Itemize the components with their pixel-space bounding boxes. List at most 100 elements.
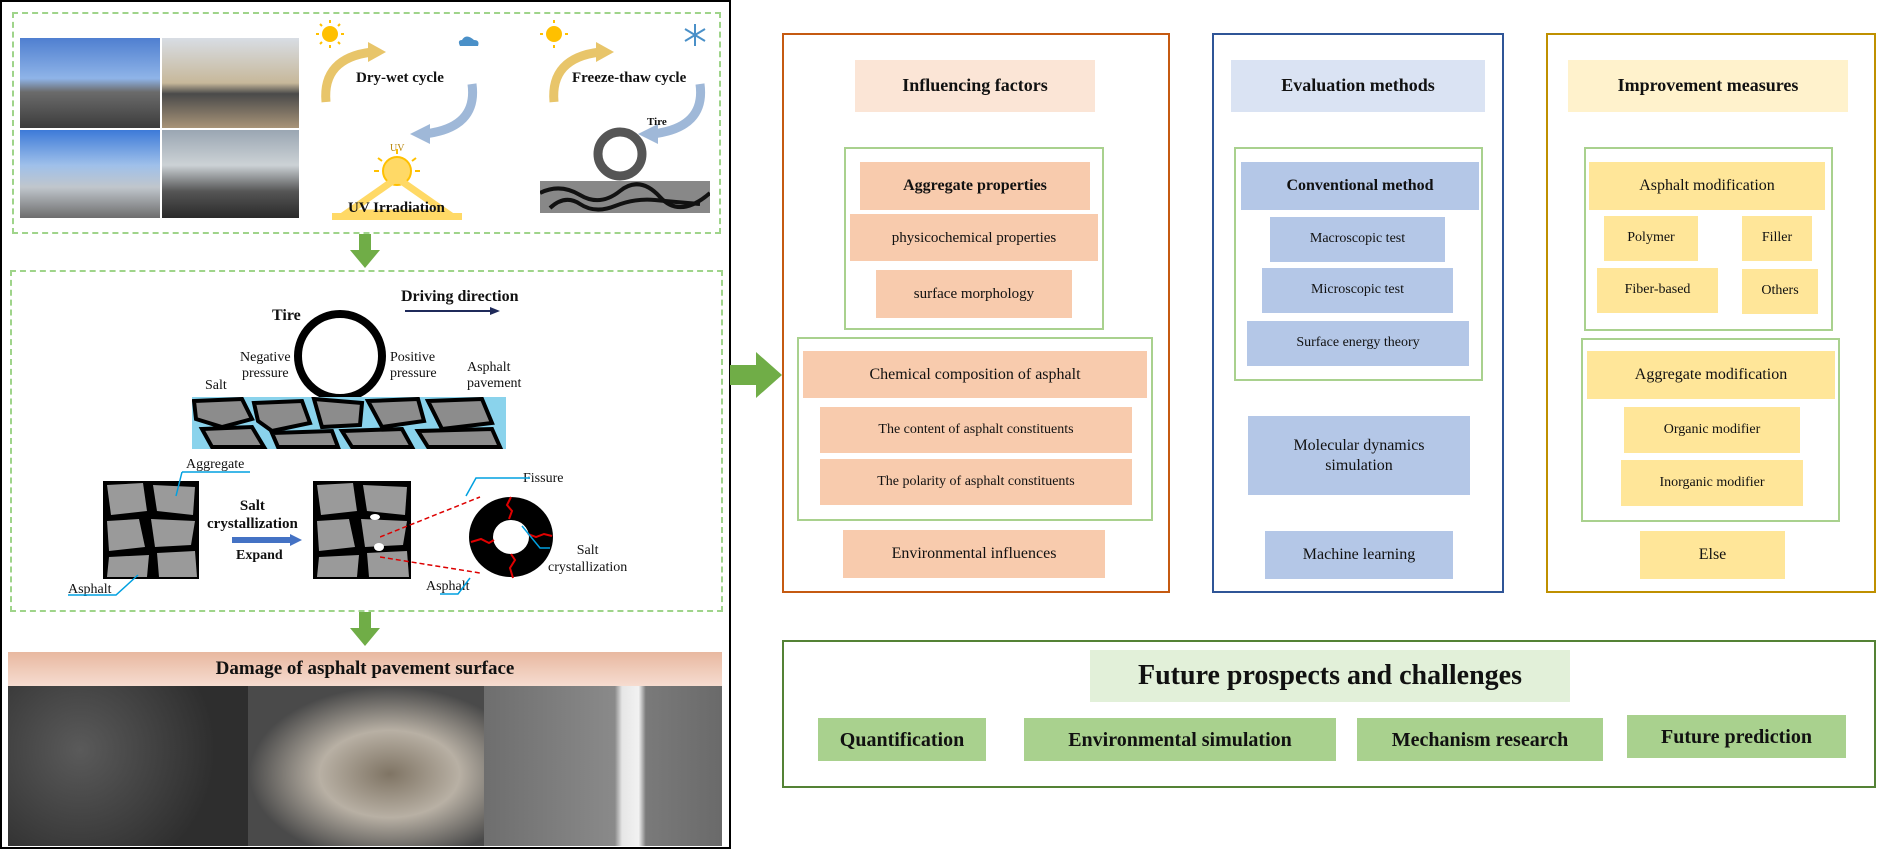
surface-energy-box: Surface energy theory (1247, 321, 1469, 366)
driving-direction-label: Driving direction (401, 288, 519, 305)
environmental-influences-text: Environmental influences (891, 545, 1057, 563)
freeze-thaw-cycle-label: Freeze-thaw cycle (572, 70, 687, 86)
aggregate-closeup (103, 481, 199, 579)
improvement-measures-frame (1546, 33, 1876, 593)
molecular-dynamics-text: Molecular dynamics simulation (1293, 437, 1425, 474)
damage-title-bar: Damage of asphalt pavement surface (8, 652, 722, 686)
constituent-content-box: The content of asphalt constituents (820, 407, 1132, 453)
asphalt-modification-group (1584, 147, 1833, 331)
future-prospects-title-text: Future prospects and challenges (1138, 660, 1522, 692)
highway-photo-1 (20, 38, 160, 128)
surface-energy-text: Surface energy theory (1296, 335, 1420, 351)
aggregate-properties-group (844, 147, 1104, 330)
evaluation-methods-title: Evaluation methods (1231, 60, 1485, 112)
surface-morphology-text: surface morphology (913, 286, 1035, 302)
aggregate-label: Aggregate (186, 457, 245, 472)
aggregate-modification-group (1581, 338, 1840, 522)
chemical-composition-box: Chemical composition of asphalt (803, 351, 1147, 398)
salt-label: Salt (205, 378, 227, 393)
damage-photo-3 (484, 686, 722, 846)
filler-box: Filler (1742, 216, 1812, 261)
inorganic-modifier-box: Inorganic modifier (1621, 460, 1803, 506)
salt-crystallization-label: Salt crystallization (207, 498, 298, 532)
future-item-mechanism-research: Mechanism research (1357, 718, 1603, 761)
future-item-quantification: Quantification (818, 718, 986, 761)
left-illustration-panel (0, 0, 731, 849)
polymer-text: Polymer (1627, 230, 1675, 246)
asphalt-modification-text: Asphalt modification (1639, 177, 1775, 195)
surface-morphology-box: surface morphology (876, 270, 1072, 318)
constituent-content-text: The content of asphalt constituents (878, 421, 1074, 437)
damage-photo-1 (8, 686, 248, 846)
molecular-dynamics-box: Molecular dynamics simulation (1248, 416, 1470, 495)
macroscopic-test-text: Macroscopic test (1309, 231, 1406, 247)
aggregate-properties-box: Aggregate properties (860, 162, 1090, 210)
else-text: Else (1698, 546, 1727, 564)
evaluation-methods-title-text: Evaluation methods (1281, 75, 1435, 96)
tire-small-label: Tire (647, 116, 667, 128)
conventional-method-group (1234, 147, 1483, 381)
future-item-quantification-text: Quantification (839, 728, 965, 751)
aggregate-modification-text: Aggregate modification (1634, 366, 1788, 384)
evaluation-methods-frame (1212, 33, 1504, 593)
future-prospects-frame (782, 640, 1876, 788)
aggregate-properties-text: Aggregate properties (903, 177, 1047, 195)
microscopic-test-box: Microscopic test (1262, 268, 1453, 313)
salt-crystallization-label-right: Salt crystallization (548, 543, 628, 575)
filler-text: Filler (1761, 230, 1793, 246)
uv-badge: UV (390, 143, 405, 154)
influencing-factors-title-text: Influencing factors (902, 75, 1048, 96)
tire-icon (294, 310, 386, 402)
organic-modifier-box: Organic modifier (1624, 407, 1800, 453)
fiber-based-text: Fiber-based (1624, 282, 1691, 298)
others-box: Others (1742, 269, 1818, 314)
environmental-influences-box: Environmental influences (843, 530, 1105, 578)
future-item-environmental-simulation-text: Environmental simulation (1068, 728, 1292, 751)
pavement-cross-section (192, 397, 506, 449)
polymer-box: Polymer (1604, 216, 1698, 261)
chemical-composition-group (797, 337, 1153, 521)
environment-conditions-region (12, 12, 721, 234)
macroscopic-test-box: Macroscopic test (1270, 217, 1445, 262)
damage-title: Damage of asphalt pavement surface (215, 657, 515, 679)
asphalt-label-right: Asphalt (426, 579, 470, 594)
expand-arrow-icon (232, 534, 302, 546)
highway-photo-3 (20, 130, 160, 218)
organic-modifier-text: Organic modifier (1663, 421, 1761, 437)
asphalt-modification-box: Asphalt modification (1589, 162, 1825, 210)
constituent-polarity-text: The polarity of asphalt constituents (877, 473, 1075, 489)
conventional-method-text: Conventional method (1286, 177, 1434, 195)
negative-pressure-label: Negative pressure (240, 350, 291, 382)
dry-wet-cycle-label: Dry-wet cycle (356, 70, 444, 86)
machine-learning-text: Machine learning (1302, 546, 1416, 564)
improvement-measures-title-text: Improvement measures (1617, 75, 1799, 96)
machine-learning-box: Machine learning (1265, 531, 1453, 579)
future-item-future-prediction: Future prediction (1627, 715, 1846, 758)
physicochemical-box: physicochemical properties (850, 214, 1098, 261)
fissure-label: Fissure (523, 471, 564, 486)
others-text: Others (1761, 283, 1799, 299)
future-item-mechanism-research-text: Mechanism research (1391, 728, 1569, 751)
fissure-ring-icon (469, 496, 553, 579)
influencing-factors-title: Influencing factors (855, 60, 1095, 112)
future-item-future-prediction-text: Future prediction (1661, 725, 1812, 748)
mechanism-region (10, 270, 723, 612)
positive-pressure-label: Positive pressure (390, 350, 437, 382)
highway-photo-4 (162, 130, 299, 218)
uv-irradiation-label: UV Irradiation (348, 200, 445, 216)
chemical-composition-text: Chemical composition of asphalt (869, 365, 1081, 383)
asphalt-label-left: Asphalt (68, 582, 112, 597)
asphalt-pavement-label: Asphalt pavement (467, 360, 522, 392)
conventional-method-box: Conventional method (1241, 162, 1479, 210)
else-box: Else (1640, 531, 1785, 579)
aggregate-modification-box: Aggregate modification (1587, 351, 1835, 399)
tire-label: Tire (272, 307, 301, 324)
right-arrow-icon (730, 352, 782, 398)
fiber-based-box: Fiber-based (1597, 268, 1718, 313)
expanded-aggregate-closeup (313, 481, 411, 579)
freeze-thaw-cycle-icon (540, 20, 710, 213)
down-arrow-icon (350, 234, 380, 268)
constituent-polarity-box: The polarity of asphalt constituents (820, 459, 1132, 505)
microscopic-test-text: Microscopic test (1311, 282, 1404, 298)
inorganic-modifier-text: Inorganic modifier (1659, 474, 1765, 490)
